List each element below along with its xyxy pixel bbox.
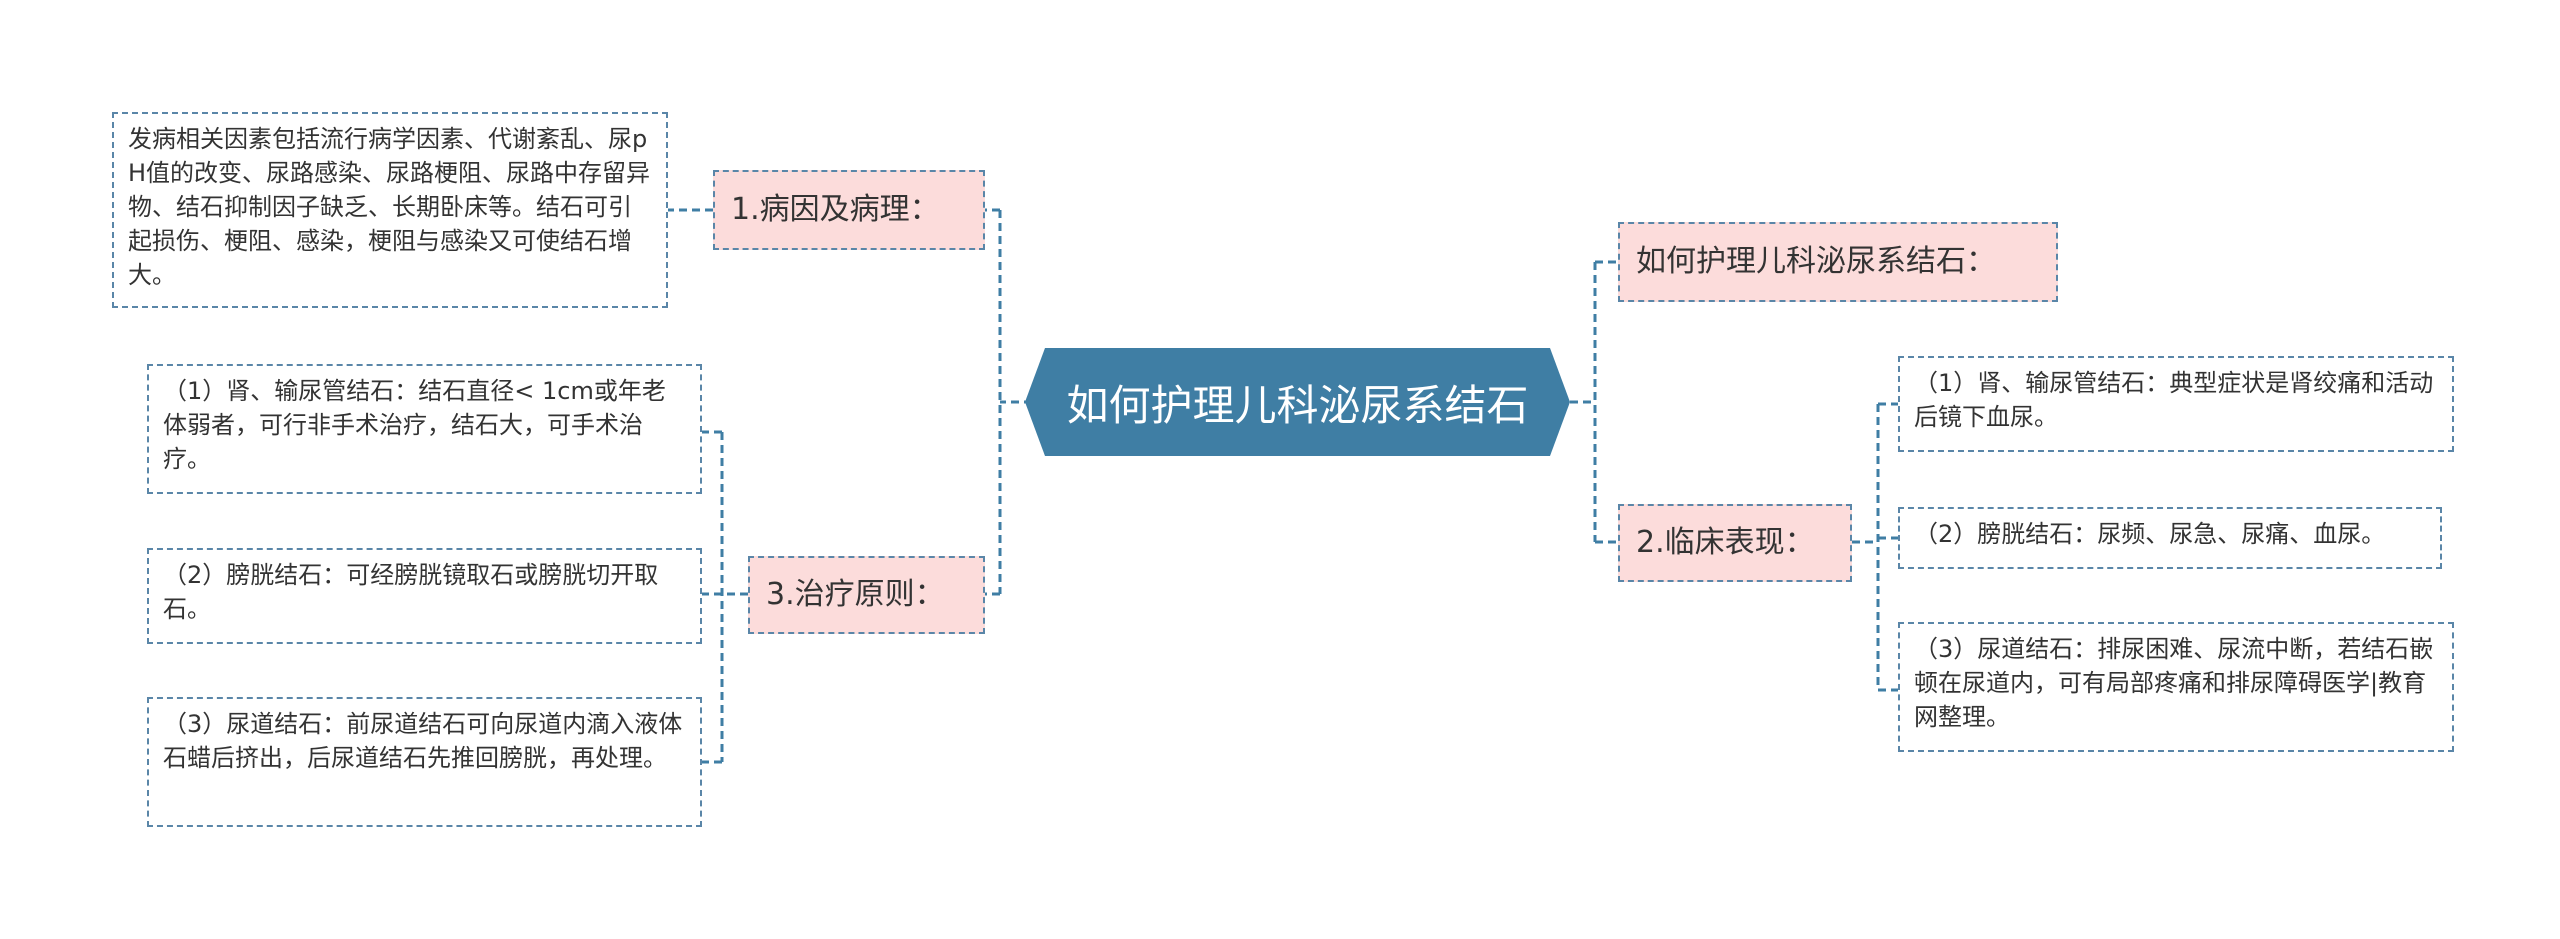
leaf-treatment-1[interactable]: （1）肾、输尿管结石：结石直径< 1cm或年老体弱者，可行非手术治疗，结石大，可…: [147, 364, 702, 494]
leaf-treatment-2-label: （2）膀胱结石：可经膀胱镜取石或膀胱切开取石。: [163, 561, 659, 623]
central-topic[interactable]: 如何护理儿科泌尿系结石: [1025, 348, 1570, 456]
branch-clinical-label: 2.临床表现：: [1636, 525, 1815, 560]
leaf-cause-text-label: 发病相关因素包括流行病学因素、代谢紊乱、尿pH值的改变、尿路感染、尿路梗阻、尿路…: [128, 125, 651, 289]
leaf-clinical-1[interactable]: （1）肾、输尿管结石：典型症状是肾绞痛和活动后镜下血尿。: [1898, 356, 2454, 452]
leaf-treatment-2[interactable]: （2）膀胱结石：可经膀胱镜取石或膀胱切开取石。: [147, 548, 702, 644]
leaf-treatment-1-label: （1）肾、输尿管结石：结石直径< 1cm或年老体弱者，可行非手术治疗，结石大，可…: [163, 377, 666, 473]
branch-cause[interactable]: 1.病因及病理：: [713, 170, 985, 250]
leaf-clinical-2[interactable]: （2）膀胱结石：尿频、尿急、尿痛、血尿。: [1898, 507, 2442, 569]
central-topic-label: 如何护理儿科泌尿系结石: [1066, 380, 1529, 430]
leaf-clinical-3[interactable]: （3）尿道结石：排尿困难、尿流中断，若结石嵌顿在尿道内，可有局部疼痛和排尿障碍医…: [1898, 622, 2454, 752]
leaf-cause-text[interactable]: 发病相关因素包括流行病学因素、代谢紊乱、尿pH值的改变、尿路感染、尿路梗阻、尿路…: [112, 112, 668, 308]
leaf-clinical-1-label: （1）肾、输尿管结石：典型症状是肾绞痛和活动后镜下血尿。: [1914, 369, 2434, 431]
branch-treatment[interactable]: 3.治疗原则：: [748, 556, 985, 634]
leaf-treatment-3[interactable]: （3）尿道结石：前尿道结石可向尿道内滴入液体石蜡后挤出，后尿道结石先推回膀胱，再…: [147, 697, 702, 827]
leaf-clinical-2-label: （2）膀胱结石：尿频、尿急、尿痛、血尿。: [1914, 520, 2386, 548]
leaf-clinical-3-label: （3）尿道结石：排尿困难、尿流中断，若结石嵌顿在尿道内，可有局部疼痛和排尿障碍医…: [1914, 635, 2434, 731]
branch-howto-label: 如何护理儿科泌尿系结石：: [1636, 244, 1996, 279]
branch-cause-label: 1.病因及病理：: [731, 192, 940, 227]
branch-howto[interactable]: 如何护理儿科泌尿系结石：: [1618, 222, 2058, 302]
central-topic-shape: [1025, 348, 1570, 456]
branch-clinical[interactable]: 2.临床表现：: [1618, 504, 1852, 582]
branch-treatment-label: 3.治疗原则：: [766, 577, 945, 612]
leaf-treatment-3-label: （3）尿道结石：前尿道结石可向尿道内滴入液体石蜡后挤出，后尿道结石先推回膀胱，再…: [163, 710, 683, 772]
